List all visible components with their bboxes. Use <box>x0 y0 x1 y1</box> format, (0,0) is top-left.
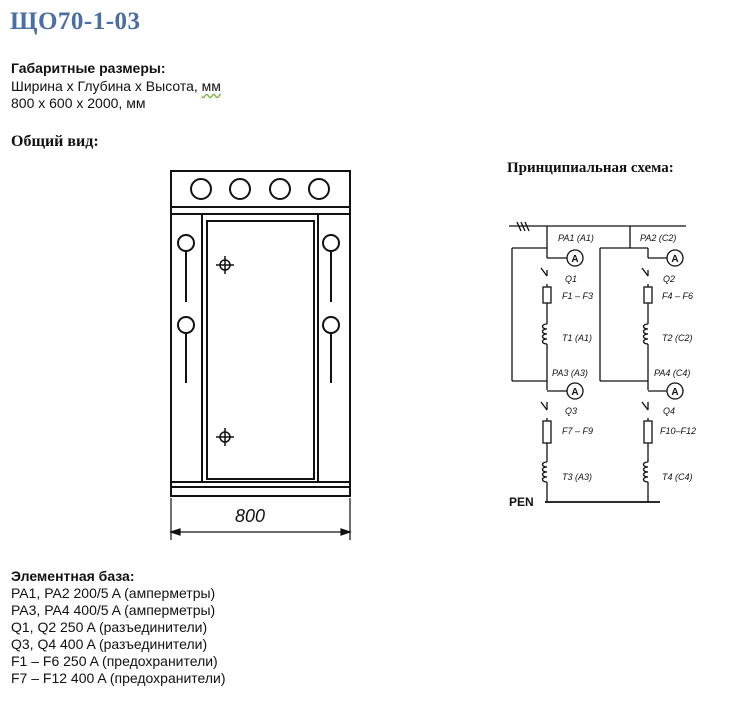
right-handle-top <box>322 234 340 252</box>
element-base-item: F1 – F6 250 A (предохранители) <box>11 653 218 669</box>
instrument-circle <box>190 178 212 200</box>
dimensions-heading: Габаритные размеры: <box>11 60 166 76</box>
width-dimension-line <box>169 498 352 540</box>
cabinet-door <box>206 220 315 480</box>
instrument-circle <box>269 178 291 200</box>
page-title: ЩО70-1-03 <box>10 8 141 35</box>
general-view-heading: Общий вид: <box>11 133 99 150</box>
left-handle-bottom <box>177 316 195 334</box>
dimensions-value: 800 x 600 x 2000, мм <box>11 95 146 111</box>
top-instrument-circles <box>190 178 330 200</box>
element-base-heading: Элементная база: <box>11 568 135 584</box>
element-base-item: PA3, PA4 400/5 A (амперметры) <box>11 602 216 618</box>
element-base-item: Q1, Q2 250 A (разъединители) <box>11 619 208 635</box>
element-base-item: PA1, PA2 200/5 A (амперметры) <box>11 585 216 601</box>
width-dimension-label: 800 <box>235 506 266 526</box>
dimensions-subtitle: Ширина x Глубина x Высота, мм <box>11 78 221 94</box>
instrument-circle <box>308 178 330 200</box>
dimensions-subtitle-unit: мм <box>201 78 221 94</box>
right-handle-bottom <box>322 316 340 334</box>
cabinet-outer-frame <box>170 170 351 497</box>
left-handle-top <box>177 234 195 252</box>
dimensions-subtitle-prefix: Ширина x Глубина x Высота, <box>11 78 202 94</box>
element-base-item: F7 – F12 400 A (предохранители) <box>11 670 226 686</box>
instrument-circle <box>229 178 251 200</box>
schematic-heading: Принципиальная схема: <box>507 160 674 176</box>
element-base-item: Q3, Q4 400 A (разъединители) <box>11 636 208 652</box>
